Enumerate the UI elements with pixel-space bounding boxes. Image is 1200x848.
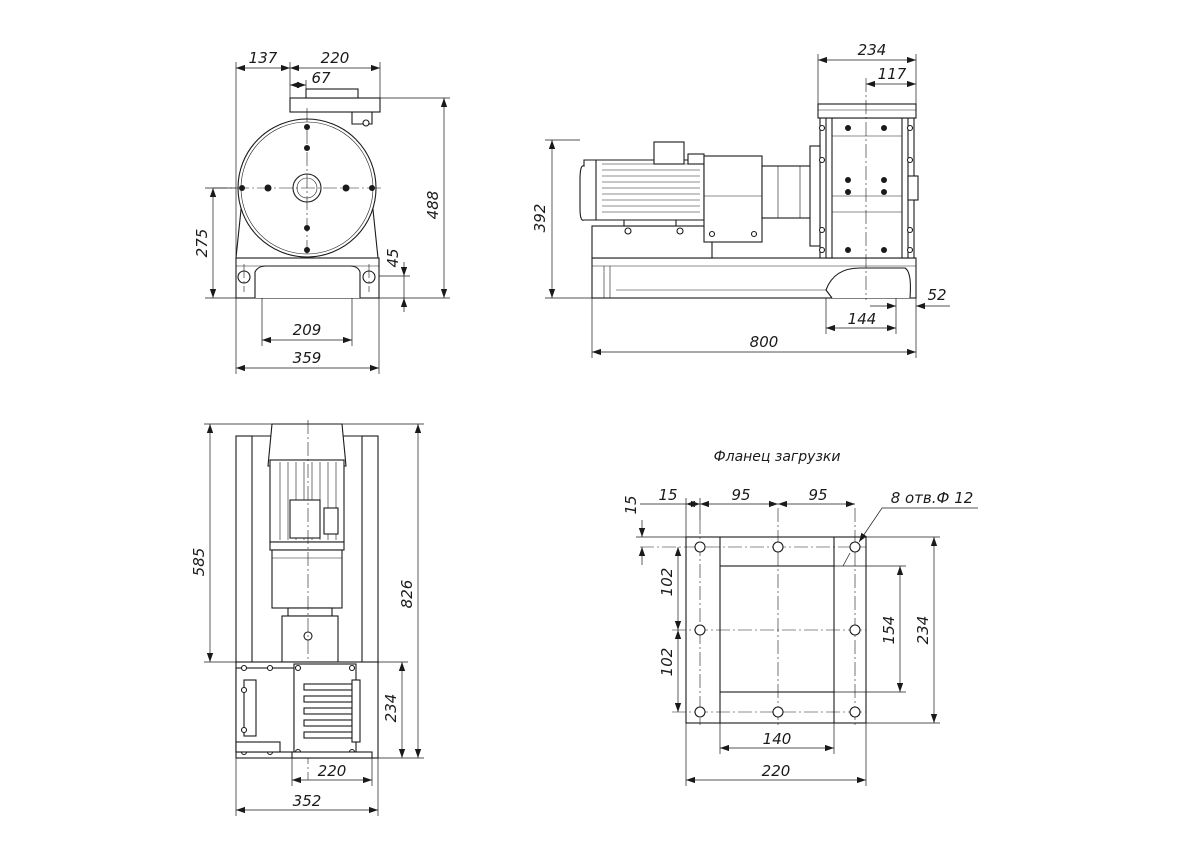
dim-label: 352 <box>293 792 322 810</box>
leader-line <box>858 507 883 543</box>
side-motor-body <box>579 159 705 221</box>
side-terminal-box <box>653 141 685 165</box>
dim-label: 234 <box>858 41 887 59</box>
side-bolt <box>676 227 684 235</box>
dim-label: 117 <box>878 65 907 83</box>
dim-label: 209 <box>293 321 322 339</box>
dim-label: 140 <box>763 730 792 748</box>
side-chamber-post <box>901 117 909 259</box>
side-view: 234 117 392 52 144 800 <box>531 41 950 358</box>
front-hole <box>304 225 310 231</box>
holes-note: 8 отв.Ф 12 <box>891 489 974 507</box>
front-hole <box>304 124 310 130</box>
front-hole <box>239 185 245 191</box>
dim-label: 220 <box>321 49 350 67</box>
dim-label: 144 <box>848 310 877 328</box>
top-gearbox-flange <box>287 607 333 617</box>
dim-label: 67 <box>311 69 331 87</box>
side-chamber-post <box>825 117 833 259</box>
top-rotor-end <box>351 679 361 743</box>
side-chamber-bolts <box>818 124 914 254</box>
front-view: 137 220 67 488 275 45 209 359 <box>193 49 450 374</box>
front-hole <box>369 185 375 191</box>
side-bolt <box>624 227 632 235</box>
top-chamber-foot <box>235 741 281 753</box>
front-flange-bracket <box>351 112 373 125</box>
dim-label: 220 <box>762 762 791 780</box>
front-bolt <box>362 119 370 127</box>
front-hole <box>304 145 310 151</box>
dim-label: 15 <box>658 486 677 504</box>
flange-inner-opening <box>719 565 835 693</box>
top-motor-fan-cover <box>267 423 347 467</box>
flange-caption: Фланец загрузки <box>714 449 841 465</box>
top-rotor-blades <box>303 683 353 739</box>
side-chamber-wall <box>809 145 821 247</box>
front-hole <box>304 247 310 253</box>
front-base-cutout <box>254 265 361 298</box>
dim-label: 137 <box>249 49 278 67</box>
dim-label: 102 <box>658 568 676 597</box>
side-motor-plate <box>591 225 713 259</box>
top-chamber-bracket <box>243 679 257 737</box>
top-chamber-base <box>291 751 373 759</box>
top-motor-plate <box>269 541 345 551</box>
front-hole <box>264 184 272 192</box>
top-rail-left <box>235 435 253 665</box>
side-bolt <box>708 230 716 238</box>
dim-label: 392 <box>531 204 549 233</box>
top-rail-right <box>361 435 379 665</box>
front-flange-plate <box>289 97 381 113</box>
dim-label: 800 <box>750 333 779 351</box>
front-flange-top <box>305 88 359 99</box>
flange-holes <box>694 541 861 718</box>
dim-label: 234 <box>382 694 400 723</box>
flange-view: Фланец загрузки <box>622 449 978 786</box>
top-view: 585 826 234 220 352 <box>190 420 424 816</box>
dim-label: 52 <box>927 286 946 304</box>
side-motor-fins <box>602 163 700 213</box>
top-terminal-cover <box>323 507 339 535</box>
dim-label: 154 <box>880 616 898 645</box>
dim-label: 95 <box>731 486 750 504</box>
side-handle <box>907 175 919 201</box>
dim-label: 45 <box>384 248 402 267</box>
side-motor-flange <box>687 153 705 165</box>
leader-line <box>842 552 851 567</box>
front-hole <box>342 184 350 192</box>
dim-label: 15 <box>622 495 640 514</box>
side-bolt <box>750 230 758 238</box>
top-gearbox <box>271 549 343 609</box>
dim-label: 102 <box>658 648 676 677</box>
side-top-flange <box>817 103 917 119</box>
dim-label: 275 <box>193 229 211 258</box>
dim-label: 585 <box>190 548 208 577</box>
side-base-foot <box>825 267 911 299</box>
top-terminal-box <box>289 499 321 539</box>
dim-label: 95 <box>808 486 827 504</box>
dim-label: 488 <box>424 191 442 220</box>
side-chamber <box>819 117 915 259</box>
dim-label: 234 <box>914 616 932 645</box>
side-gearbox <box>703 155 763 243</box>
dim-label: 826 <box>398 580 416 609</box>
dim-label: 220 <box>318 762 347 780</box>
side-coupling <box>761 165 815 219</box>
dim-label: 359 <box>293 349 322 367</box>
